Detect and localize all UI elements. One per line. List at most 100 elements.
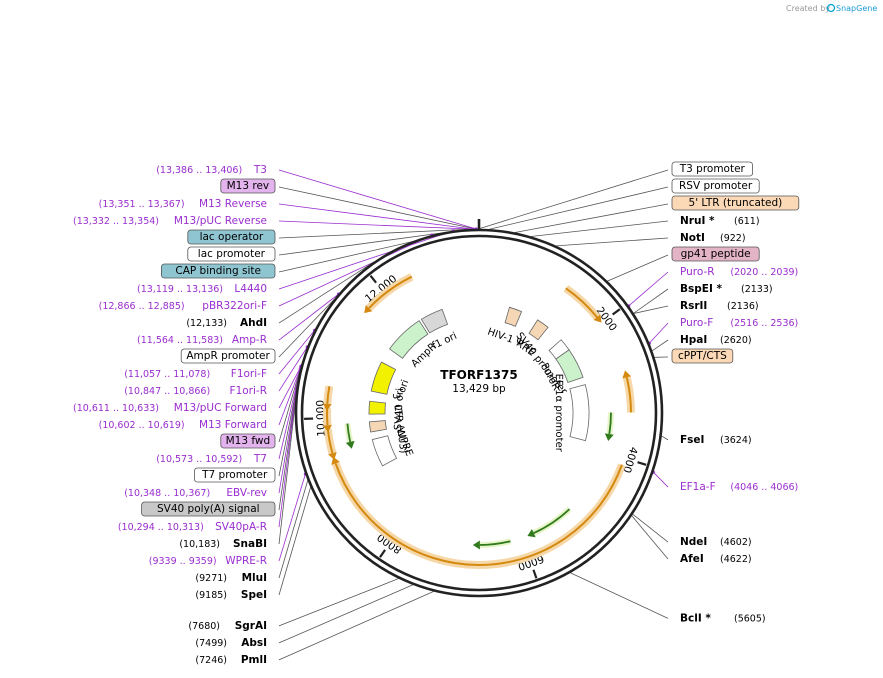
- leader-line: [278, 230, 454, 290]
- label-text: PmlI: [241, 654, 267, 666]
- label-text: T3 promoter: [679, 163, 746, 175]
- map-label-ebvrev[interactable]: EBV-rev(10,348 .. 10,367): [124, 487, 267, 499]
- label-coord: (10,183): [179, 539, 220, 550]
- label-coord: (4046 .. 4066): [730, 482, 798, 493]
- map-label-lacprom[interactable]: lac promoter: [187, 246, 276, 262]
- map-label-mlui[interactable]: MluI(9271): [195, 572, 267, 584]
- map-label-wprer[interactable]: WPRE-R(9339 .. 9359): [149, 555, 267, 567]
- feature-ampr[interactable]: [389, 320, 429, 359]
- map-label-m13forward[interactable]: M13 Forward(10,602 .. 10,619): [99, 419, 267, 431]
- map-label-t7[interactable]: T7(10,573 .. 10,592): [156, 453, 267, 465]
- orf-arrow: [364, 304, 373, 314]
- label-text: M13 Forward: [199, 419, 267, 431]
- label-text: MluI: [242, 572, 267, 584]
- map-label-ltr5[interactable]: 5' LTR (truncated): [671, 195, 800, 211]
- map-label-rsrii[interactable]: RsrII(2136): [680, 300, 759, 312]
- map-label-ahdi[interactable]: AhdI(12,133): [186, 317, 267, 329]
- map-label-nrui[interactable]: NruI *(611): [680, 215, 760, 227]
- feature-ori[interactable]: [370, 361, 397, 395]
- map-label-ampr_p[interactable]: Amp-R(11,564 .. 11,583): [137, 334, 267, 346]
- map-label-puror[interactable]: Puro-R(2020 .. 2039): [680, 266, 798, 278]
- label-text: SnaBI: [233, 538, 267, 550]
- label-box: [671, 161, 753, 177]
- map-label-m13reverse[interactable]: M13 Reverse(13,351 .. 13,367): [99, 198, 267, 210]
- map-label-snabi[interactable]: SnaBI (10,183): [179, 538, 267, 550]
- feature-f1ori[interactable]: [420, 308, 449, 334]
- snapgene-credit: Created by SnapGene: [786, 3, 877, 13]
- map-label-t7prom[interactable]: T7 promoter: [193, 467, 276, 483]
- label-text: WPRE-R: [225, 555, 267, 567]
- map-label-cap[interactable]: CAP binding site: [160, 263, 276, 279]
- map-label-lacop[interactable]: lac operator: [187, 229, 276, 245]
- map-label-pbr322[interactable]: pBR322ori-F(12,866 .. 12,885): [99, 300, 267, 312]
- map-label-m13fwd[interactable]: M13 fwd: [220, 433, 276, 449]
- map-label-t3[interactable]: T3(13,386 .. 13,406): [156, 164, 267, 176]
- label-text: SV40 poly(A) signal: [157, 503, 260, 515]
- map-label-t3prom[interactable]: T3 promoter: [671, 161, 753, 177]
- label-text: SpeI: [241, 589, 267, 601]
- map-label-m13puc_fwd[interactable]: M13/pUC Forward(10,611 .. 10,633): [73, 402, 267, 414]
- map-label-f1orir[interactable]: F1ori-R(10,847 .. 10,866): [124, 385, 267, 397]
- leader-line: [570, 572, 669, 619]
- leader-line: [278, 403, 296, 545]
- inner-orf-band: [532, 506, 572, 536]
- leader-line: [278, 367, 302, 426]
- map-label-pmli[interactable]: PmlI(7246): [195, 654, 267, 666]
- leader-line: [278, 169, 477, 230]
- feature-sv40ori[interactable]: [368, 400, 386, 415]
- feature-ltr3[interactable]: [368, 420, 387, 433]
- label-text: M13/pUC Reverse: [174, 215, 267, 227]
- map-label-spei[interactable]: SpeI (9185): [195, 589, 267, 601]
- map-label-sv40pa[interactable]: SV40 poly(A) signal: [141, 501, 276, 517]
- label-box: [671, 195, 800, 211]
- feature-wpre[interactable]: [371, 435, 398, 467]
- map-label-f1orif[interactable]: F1ori-F(11,057 .. 11,078): [124, 368, 267, 380]
- map-label-sv40par[interactable]: SV40pA-R(10,294 .. 10,313): [118, 521, 267, 533]
- label-coord: (10,573 .. 10,592): [156, 454, 242, 465]
- map-label-fsei[interactable]: FseI(3624): [680, 434, 752, 446]
- label-coord: (10,348 .. 10,367): [124, 488, 210, 499]
- feature-ef1aprom[interactable]: [569, 384, 590, 442]
- label-box: [671, 178, 760, 194]
- credit-brand: SnapGene: [836, 4, 877, 13]
- map-label-m13rev[interactable]: M13 rev: [220, 178, 276, 194]
- label-text: M13 Reverse: [199, 198, 267, 210]
- map-label-gp41[interactable]: gp41 peptide: [671, 246, 760, 262]
- label-text: pBR322ori-F: [202, 300, 267, 312]
- label-coord: (9185): [195, 590, 227, 601]
- map-label-noti[interactable]: NotI(922): [680, 232, 746, 244]
- label-coord: (11,564 .. 11,583): [137, 335, 223, 346]
- leader-line: [633, 288, 669, 314]
- label-box: [220, 433, 276, 449]
- feature-hiv1psi[interactable]: [504, 306, 523, 327]
- tick-mark: [379, 549, 386, 558]
- map-label-bcli[interactable]: BclI *(5605): [680, 612, 766, 624]
- leader-line: [278, 487, 311, 596]
- label-text: gp41 peptide: [681, 248, 751, 260]
- map-label-amprprom[interactable]: AmpR promoter: [180, 348, 276, 364]
- map-label-l4440[interactable]: L4440(13,119 .. 13,136): [137, 283, 267, 295]
- leader-line: [278, 330, 315, 375]
- leader-line: [478, 169, 669, 230]
- leader-line: [489, 186, 669, 230]
- feature-puror_f[interactable]: [555, 349, 584, 383]
- label-box: [180, 348, 276, 364]
- leader-line: [278, 203, 474, 230]
- label-text: EF1a-F: [680, 481, 716, 493]
- orf-arc-band: [331, 462, 626, 569]
- map-label-hpai[interactable]: HpaI(2620): [680, 334, 752, 346]
- label-text: F1ori-R: [230, 385, 267, 397]
- map-label-ef1af[interactable]: EF1a-F (4046 .. 4066): [680, 481, 798, 493]
- map-label-cppt[interactable]: cPPT/CTS: [671, 348, 734, 364]
- map-label-sgrai[interactable]: SgrAI(7680): [188, 620, 267, 632]
- map-label-purof[interactable]: Puro-F(2516 .. 2536): [680, 317, 798, 329]
- map-label-ndei[interactable]: NdeI(4602): [680, 536, 752, 548]
- map-label-m13puc_rev[interactable]: M13/pUC Reverse(13,332 .. 13,354): [73, 215, 267, 227]
- map-label-rsvprom[interactable]: RSV promoter: [671, 178, 760, 194]
- map-label-afei[interactable]: AfeI(4622): [680, 553, 752, 565]
- map-label-bspei[interactable]: BspEI *(2133): [680, 283, 773, 295]
- feature-rre[interactable]: [528, 319, 549, 341]
- map-label-absi[interactable]: AbsI(7499): [195, 637, 267, 649]
